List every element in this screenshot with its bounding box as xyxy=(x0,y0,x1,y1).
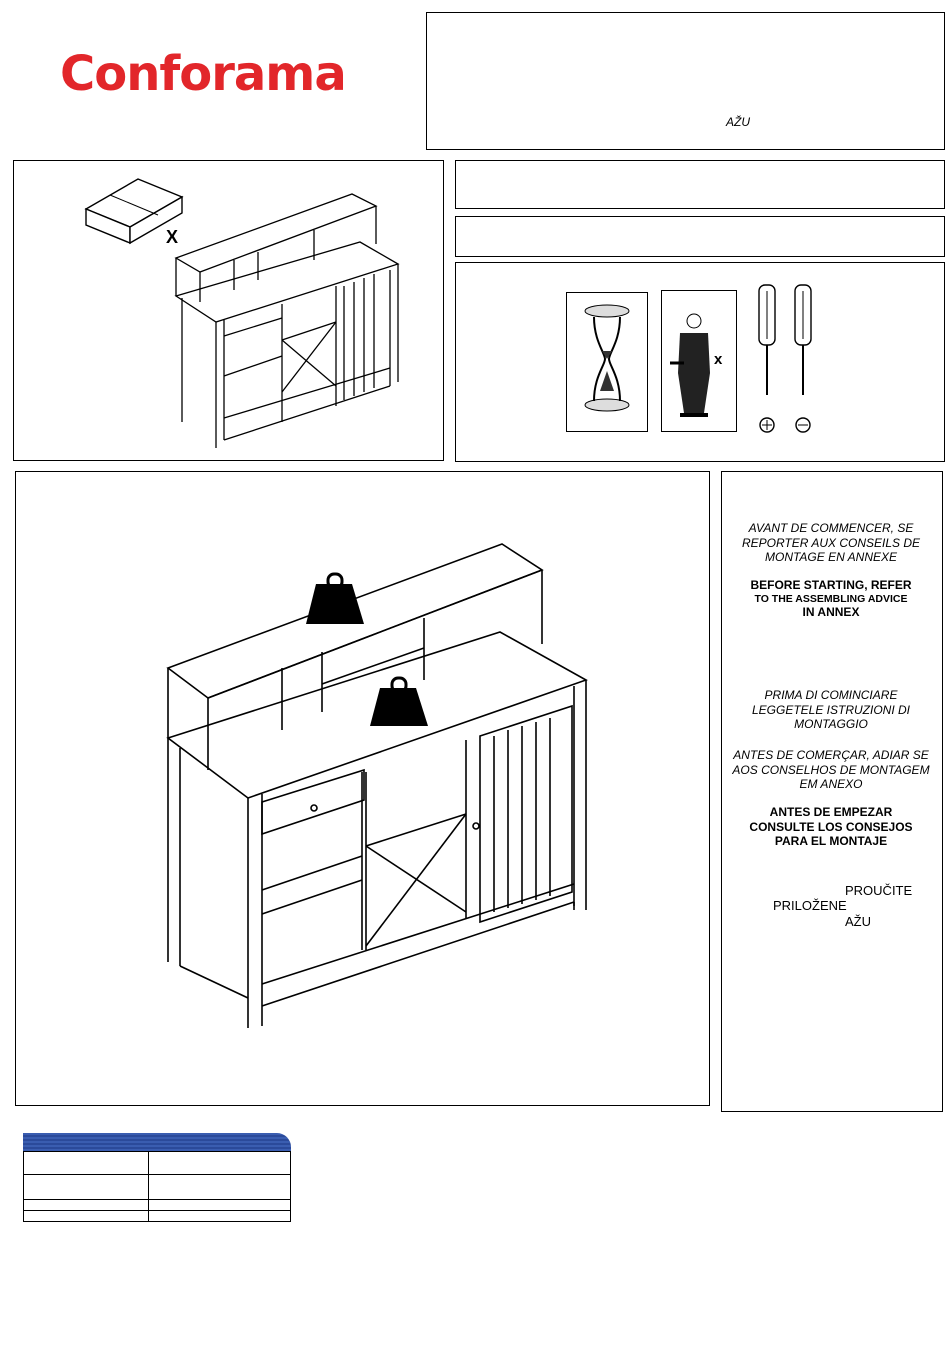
advice-en-line3: IN ANNEX xyxy=(802,605,860,619)
main-illustration-panel xyxy=(15,471,710,1106)
advice-en-line2: TO THE ASSEMBLING ADVICE xyxy=(754,593,908,605)
phillips-screwdriver-icon xyxy=(758,284,776,433)
advice-es: ANTES DE EMPEZAR CONSULTE LOS CONSEJOS P… xyxy=(749,805,913,848)
weight-icon xyxy=(370,676,428,726)
brand-logo: Conforama xyxy=(60,46,347,102)
advice-hr-line1: PROUČITE xyxy=(845,883,913,898)
info-box-2 xyxy=(455,216,945,257)
header-box-text: AŽU xyxy=(726,115,750,129)
advice-fr: AVANT DE COMMENCER, SE REPORTER AUX CONS… xyxy=(741,521,921,564)
hourglass-icon xyxy=(584,304,630,412)
advice-panel xyxy=(721,471,943,1112)
package-count-marker: X xyxy=(166,227,179,247)
package-box-icon xyxy=(84,178,184,245)
advice-hr-line2: PRILOŽENE xyxy=(773,898,847,913)
sideboard-main-illustration xyxy=(166,543,588,1028)
weight-icon xyxy=(306,572,364,624)
advice-en-line1: BEFORE STARTING, REFER xyxy=(750,578,912,592)
reference-table-grid xyxy=(23,1151,291,1222)
person-panel: x xyxy=(661,290,737,432)
hourglass-panel xyxy=(566,292,648,432)
header-box: AŽU xyxy=(426,12,945,150)
info-box-1 xyxy=(455,160,945,209)
advice-pt: ANTES DE COMERÇAR, ADIAR SE AOS CONSELHO… xyxy=(732,748,930,791)
tools-panel: x xyxy=(455,262,945,462)
flat-screwdriver-icon xyxy=(794,284,812,433)
person-count-marker: x xyxy=(714,351,723,368)
reference-table xyxy=(23,1133,291,1222)
sideboard-small-illustration xyxy=(174,193,400,448)
reference-table-header-bar xyxy=(23,1133,291,1151)
advice-it: PRIMA DI COMINCIARE LEGGETELE ISTRUZIONI… xyxy=(751,688,911,731)
advice-hr-line3: AŽU xyxy=(845,914,871,929)
person-assembler-icon xyxy=(670,313,710,417)
package-overview-panel: X xyxy=(13,160,444,461)
